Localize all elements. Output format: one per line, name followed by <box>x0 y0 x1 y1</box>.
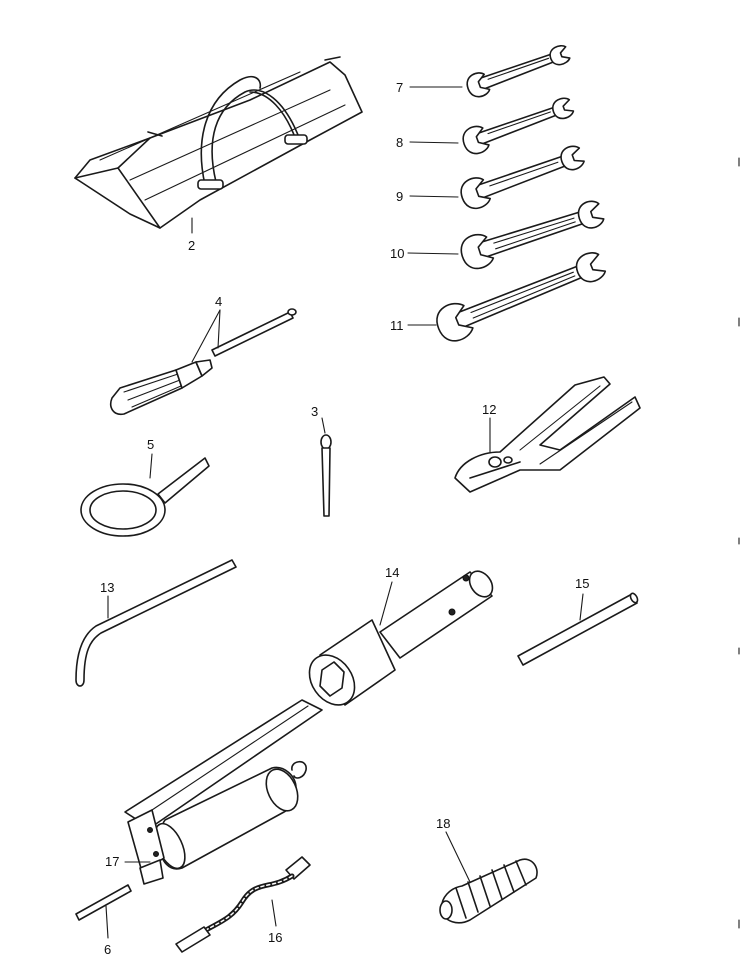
pliers-part-12 <box>454 376 641 493</box>
callout-7: 7 <box>396 80 403 95</box>
callout-12: 12 <box>482 402 496 417</box>
tool-bag-part-2 <box>74 56 363 229</box>
callout-17: 17 <box>105 854 119 869</box>
grease-hose-part-16 <box>175 856 311 953</box>
grease-gun-part-17 <box>124 699 323 885</box>
wrench-part-10 <box>460 200 605 270</box>
hex-key-part-13 <box>75 559 237 687</box>
callout-6: 6 <box>104 942 111 957</box>
pin-part-3 <box>320 434 332 517</box>
callout-14: 14 <box>385 565 399 580</box>
tommy-bar-part-15 <box>517 592 639 666</box>
rubber-boot-part-18 <box>439 858 538 924</box>
callout-8: 8 <box>396 135 403 150</box>
callout-15: 15 <box>575 576 589 591</box>
callout-4: 4 <box>215 294 222 309</box>
callout-18: 18 <box>436 816 450 831</box>
callout-11: 11 <box>390 318 404 333</box>
callout-9: 9 <box>396 189 403 204</box>
screwdriver-part-4 <box>109 308 297 416</box>
callout-10: 10 <box>390 246 404 261</box>
callout-5: 5 <box>147 437 154 452</box>
callout-3: 3 <box>311 404 318 419</box>
wrench-part-11 <box>436 252 607 342</box>
ring-spanner-part-5 <box>80 457 210 537</box>
wrench-part-9 <box>460 145 585 210</box>
callout-16: 16 <box>268 930 282 945</box>
callout-13: 13 <box>100 580 114 595</box>
rod-part-6 <box>75 884 132 921</box>
wrench-part-7 <box>466 44 571 98</box>
callout-2: 2 <box>188 238 195 253</box>
box-spanner-part-14 <box>308 570 494 706</box>
wrench-part-8 <box>462 97 575 155</box>
